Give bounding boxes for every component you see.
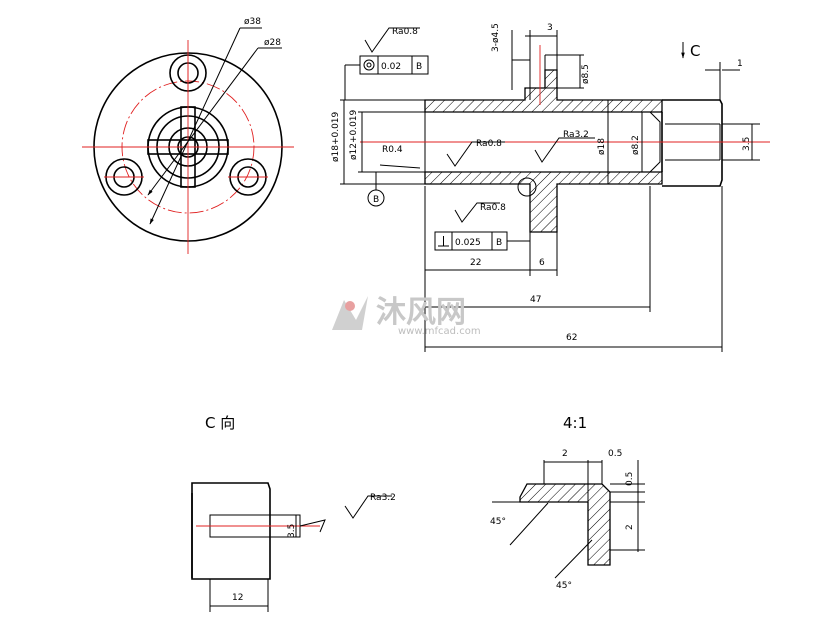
ra-bore2: Ra3.2	[563, 130, 589, 140]
roughness-symbols	[344, 27, 595, 519]
perp-value: 0.025	[455, 238, 481, 248]
coax-ref: B	[416, 62, 422, 72]
watermark	[332, 296, 368, 330]
dim-r0-4: R0.4	[382, 145, 403, 155]
section-dims	[340, 30, 760, 352]
dim-w1: 1	[737, 59, 743, 69]
section-view	[360, 45, 770, 233]
coaxiality-frame	[344, 55, 429, 100]
ra-top: Ra0.8	[392, 27, 418, 37]
detail-view	[492, 460, 645, 579]
detail-scale: 4:1	[563, 414, 587, 432]
coax-value: 0.02	[381, 62, 401, 72]
c-view	[191, 482, 326, 612]
dim-h3-5: 3.5	[742, 137, 752, 151]
dim-w3: 3	[547, 23, 553, 33]
dim-len47: 47	[530, 295, 541, 305]
dim-len62: 62	[566, 333, 577, 343]
ra-flange: Ra0.8	[480, 203, 506, 213]
det-2a: 2	[562, 449, 568, 459]
dim-len22: 22	[470, 258, 481, 268]
dim-len6: 6	[539, 258, 545, 268]
dim-holes: 3-ø4.5	[491, 23, 501, 52]
det-angle2: 45°	[556, 581, 572, 591]
c-view-title: C 向	[205, 414, 235, 432]
ra-slot: Ra3.2	[370, 493, 396, 503]
det-0-5a: 0.5	[608, 449, 622, 459]
c-slot-width: 3.5	[287, 524, 297, 538]
det-angle1: 45°	[490, 517, 506, 527]
datum-b: B	[373, 195, 379, 205]
dim-d12-tol: ø12+0.019	[349, 109, 359, 160]
perpendicularity-frame	[434, 231, 530, 251]
end-view	[82, 27, 294, 254]
dim-d8-2: ø8.2	[631, 135, 641, 155]
watermark-brand: 沐风网	[376, 295, 466, 330]
dim-d8-5: ø8.5	[581, 64, 591, 84]
dim-d38: ø38	[244, 17, 261, 27]
dim-d18: ø18	[597, 138, 607, 155]
perp-ref: B	[496, 238, 502, 248]
dim-d28: ø28	[264, 38, 281, 48]
dim-d18-tol: ø18+0.019	[331, 111, 341, 162]
det-0-5b: 0.5	[625, 472, 635, 486]
c-len12: 12	[232, 593, 243, 603]
view-arrow-c: C	[690, 42, 700, 60]
det-2b: 2	[625, 524, 635, 530]
watermark-url: www.mfcad.com	[398, 326, 481, 337]
ra-bore: Ra0.8	[476, 139, 502, 149]
